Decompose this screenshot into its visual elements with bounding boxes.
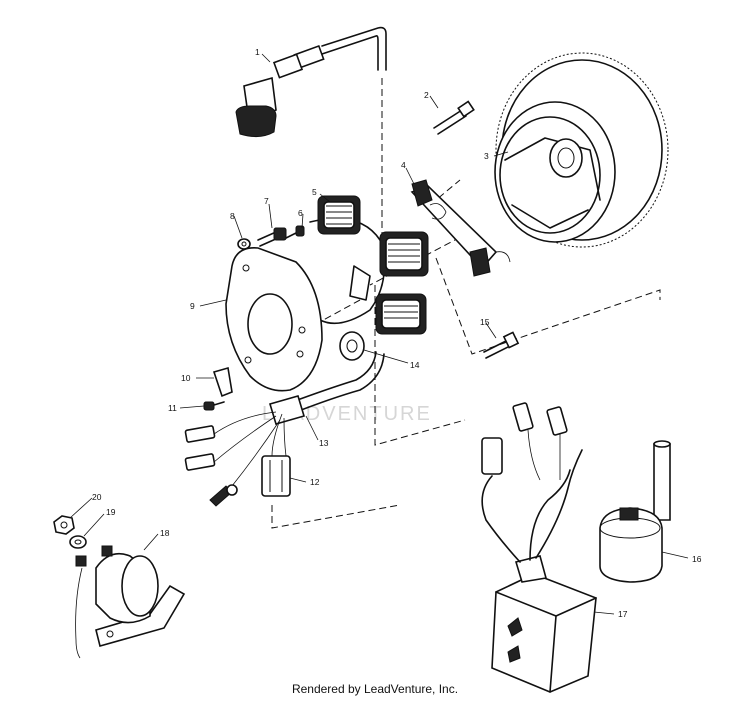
stator-plate [225, 247, 323, 392]
flywheel [494, 52, 669, 248]
charging-coil [410, 179, 511, 277]
callout-11: 11 [168, 403, 177, 413]
callout-4: 4 [401, 160, 406, 170]
bullet-connector [261, 455, 291, 497]
callout-18: 18 [160, 528, 170, 538]
screw-6 [285, 225, 305, 239]
wire-harness [184, 351, 385, 507]
callout-7: 7 [264, 196, 269, 206]
callout-9: 9 [190, 301, 195, 311]
bolt-2 [433, 100, 475, 135]
spark-plug-cap [235, 26, 387, 138]
grommet [339, 331, 365, 361]
callout-13: 13 [319, 438, 329, 448]
washer-8 [237, 238, 251, 250]
screw-7 [257, 227, 287, 247]
callout-1: 1 [255, 47, 260, 57]
callout-2: 2 [424, 90, 429, 100]
callout-19: 19 [106, 507, 116, 517]
washer-19 [69, 535, 87, 549]
leader-lines [69, 53, 689, 615]
callout-numbers: 1 2 3 4 5 6 7 8 9 10 11 12 13 14 15 16 1… [92, 47, 702, 619]
callout-16: 16 [692, 554, 702, 564]
ignition-coil [599, 440, 671, 583]
clamp-bracket [212, 366, 233, 398]
render-credit: Rendered by LeadVenture, Inc. [291, 682, 459, 696]
callout-8: 8 [230, 211, 235, 221]
nut-20 [53, 515, 75, 535]
bolt-15 [483, 331, 520, 359]
callout-12: 12 [310, 477, 320, 487]
callout-10: 10 [181, 373, 191, 383]
stator-assembly [309, 195, 429, 335]
callout-20: 20 [92, 492, 102, 502]
cdi-module [481, 402, 597, 693]
callout-6: 6 [298, 208, 303, 218]
starter-solenoid [75, 545, 186, 659]
callout-3: 3 [484, 151, 489, 161]
callout-17: 17 [618, 609, 628, 619]
callout-14: 14 [410, 360, 420, 370]
screw-11 [203, 401, 225, 411]
callout-5: 5 [312, 187, 317, 197]
callout-15: 15 [480, 317, 490, 327]
